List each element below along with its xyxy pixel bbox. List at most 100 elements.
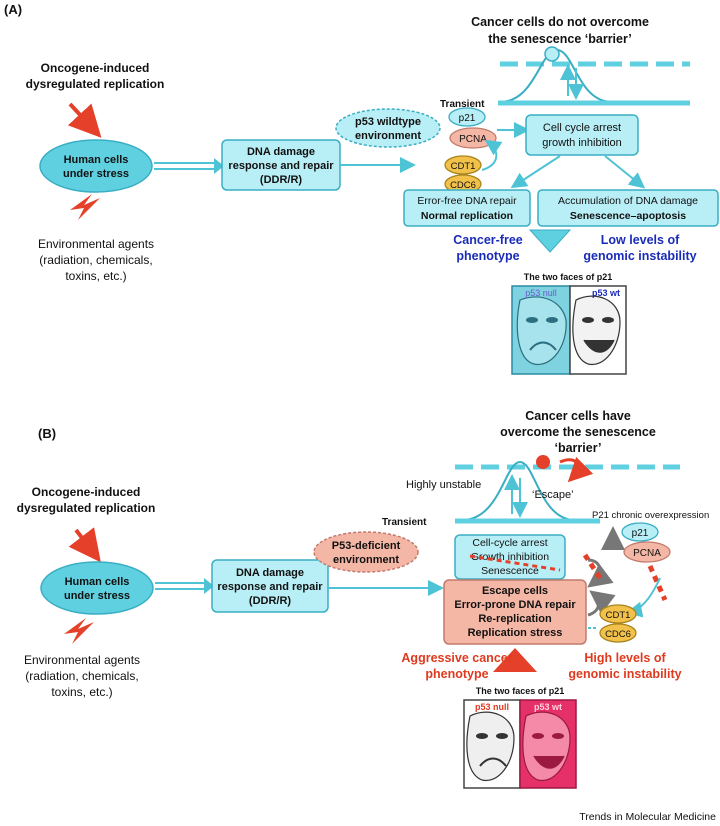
a-human-cells	[39, 139, 153, 193]
b-human-cells	[40, 561, 154, 615]
b-oncogene-2: dysregulated replication	[17, 501, 156, 515]
b-cyan-curve	[626, 577, 661, 618]
a-errfree-2: Normal replication	[421, 210, 513, 222]
b-barrier-title-1: Cancer cells have	[525, 409, 631, 423]
b-cdc6-badge	[599, 623, 637, 643]
b-escape-1: Escape cells	[482, 585, 548, 597]
b-pcna-badge	[623, 541, 671, 563]
b-p53-2: environment	[333, 554, 399, 566]
a-p53null-label: p53 null	[525, 288, 557, 298]
b-ddr-3: (DDR/R)	[249, 595, 291, 607]
a-arrow-errfree	[510, 155, 561, 189]
a-balance-triangle	[528, 229, 572, 253]
b-grey-arrow-2	[587, 590, 616, 617]
panel-a-label: (A)	[4, 2, 22, 17]
b-cdt1-label: CDT1	[606, 610, 631, 621]
a-env-1: Environmental agents	[38, 237, 154, 251]
a-env-3: toxins, etc.)	[65, 269, 126, 283]
a-oncogene-1: Oncogene-induced	[41, 61, 150, 75]
a-errfree-box	[403, 189, 531, 227]
b-barrier-title-2: overcome the senescence	[500, 425, 656, 439]
a-oncogene-arrow	[67, 102, 102, 138]
a-human-1: Human cells	[64, 154, 129, 166]
b-aggressive-1: Aggressive cancer	[401, 651, 512, 665]
a-oncogene-2: dysregulated replication	[26, 77, 165, 91]
b-high-2: genomic instability	[568, 667, 681, 681]
b-chronic-label: P21 chronic overexpression	[592, 510, 709, 521]
b-ddr-1: DNA damage	[236, 567, 304, 579]
b-p53-cloud	[313, 531, 419, 573]
a-cdc6-label: CDC6	[450, 180, 476, 191]
b-transient-label: Transient	[382, 517, 427, 528]
b-barrier-title-3: ‘barrier’	[554, 441, 601, 455]
b-escape-2: Error-prone DNA repair	[454, 599, 576, 611]
b-p53wt-label: p53 wt	[534, 702, 562, 712]
b-high-1: High levels of	[584, 651, 666, 665]
a-accum-1: Accumulation of DNA damage	[558, 195, 698, 207]
b-ddr-box	[211, 559, 329, 613]
a-lightning-icon	[70, 194, 100, 220]
a-ddr-2: response and repair	[228, 160, 334, 172]
b-escape-arrow	[559, 456, 594, 483]
b-env-2: (radiation, chemicals,	[25, 669, 138, 683]
b-escape-4: Replication stress	[468, 627, 563, 639]
b-lightning-icon	[64, 618, 94, 644]
a-lowlevels-2: genomic instability	[583, 249, 696, 263]
a-cdt1-label: CDT1	[451, 161, 476, 172]
a-cancerfree-2: phenotype	[456, 249, 519, 263]
b-faces-image	[463, 699, 577, 789]
a-accum-box	[537, 189, 719, 227]
b-escape-3: Re-replication	[478, 613, 552, 625]
b-arrest-crossout	[469, 554, 561, 572]
a-barrier-title-2: the senescence ‘barrier’	[488, 32, 632, 46]
a-pcna-badge	[449, 127, 497, 149]
a-curved-arrow	[481, 139, 503, 171]
b-cdc6-label: CDC6	[605, 629, 631, 640]
a-barrier-title-1: Cancer cells do not overcome	[471, 15, 649, 29]
b-arrest-3: Senescence	[481, 565, 539, 577]
b-bell-curve	[461, 460, 576, 521]
panel-b: (B) Cancer cells have overcome the senes…	[17, 409, 709, 789]
b-p21-badge	[621, 522, 659, 542]
a-ddr-3: (DDR/R)	[260, 174, 302, 186]
a-cancerfree-1: Cancer-free	[453, 233, 523, 247]
b-arrow-human-ddr	[204, 578, 214, 594]
panel-b-label: (B)	[38, 426, 56, 441]
b-pcna-label: PCNA	[633, 548, 661, 559]
a-arrow-human-ddr	[214, 158, 224, 174]
b-red-dash-2	[582, 553, 603, 580]
b-p53null-label: p53 null	[475, 702, 509, 712]
b-oncogene-arrow	[68, 527, 101, 563]
a-p53-1: p53 wildtype	[355, 116, 421, 128]
a-human-2: under stress	[63, 168, 129, 180]
b-faces-title: The two faces of p21	[476, 686, 565, 696]
a-arrest-2: growth inhibition	[542, 137, 622, 149]
b-env-1: Environmental agents	[24, 653, 140, 667]
b-arrest-1: Cell-cycle arrest	[472, 537, 547, 549]
a-faces-image	[511, 285, 627, 375]
b-p53-1: P53-deficient	[332, 540, 401, 552]
b-human-1: Human cells	[65, 576, 130, 588]
b-grey-arrow-1	[587, 558, 614, 588]
a-cdt1-badge	[444, 155, 482, 175]
a-p21-badge	[448, 107, 486, 127]
a-transient-label: Transient	[440, 99, 485, 110]
b-cdt1-badge	[599, 604, 637, 624]
a-arrest-1: Cell cycle arrest	[543, 122, 621, 134]
a-arrest-box	[525, 114, 639, 156]
a-arrow-accum	[604, 155, 646, 189]
b-escape-box	[443, 579, 587, 645]
panel-a: (A) Cancer cells do not overcome the sen…	[4, 2, 719, 375]
a-ddr-1: DNA damage	[247, 146, 315, 158]
a-pcna-label: PCNA	[459, 134, 487, 145]
b-oncogene-1: Oncogene-induced	[32, 485, 141, 499]
footer-journal: Trends in Molecular Medicine	[579, 811, 716, 823]
a-ball	[544, 46, 560, 62]
a-errfree-1: Error-free DNA repair	[417, 195, 517, 207]
b-human-2: under stress	[64, 590, 130, 602]
b-balance-triangle	[493, 648, 537, 672]
b-aggressive-2: phenotype	[425, 667, 488, 681]
b-escape-label: ‘Escape’	[532, 489, 574, 501]
b-p21-label: p21	[632, 528, 649, 539]
